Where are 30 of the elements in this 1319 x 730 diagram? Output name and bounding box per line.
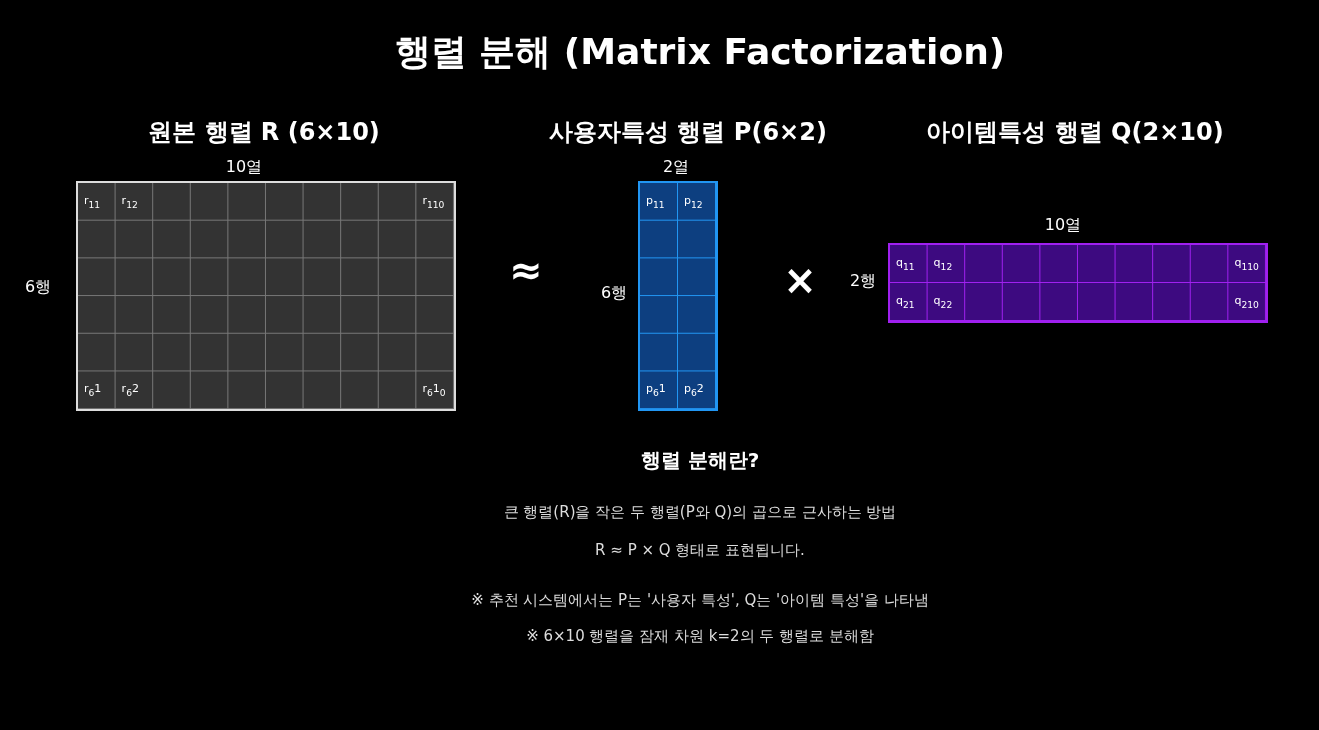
approx-symbol: ≈	[509, 247, 543, 293]
cell-label: q$_{22}$	[933, 294, 953, 310]
cell-label: p$_{6}$1	[646, 382, 666, 398]
note-text: ※ 추천 시스템에서는 P는 '사용자 특성', Q는 '아이템 특성'을 나타냄	[471, 590, 929, 610]
cell-label: r$_{6}$2	[121, 382, 139, 398]
cell-label: p$_{12}$	[684, 194, 703, 210]
title: 행렬 분해 (Matrix Factorization)	[394, 29, 1006, 74]
note-text: ※ 6×10 행렬을 잠재 차원 k=2의 두 행렬로 분해함	[526, 626, 874, 646]
description-text: 큰 행렬(R)을 작은 두 행렬(P와 Q)의 곱으로 근사하는 방법	[503, 502, 897, 522]
dimension-label: 6행	[600, 282, 628, 304]
formula-text: R ≈ P × Q 형태로 표현됩니다.	[595, 540, 805, 560]
cell-label: r$_{6}$1	[84, 382, 102, 398]
cell-label: r$_{11}$	[84, 194, 101, 210]
dimension-label: 10열	[225, 156, 263, 178]
dimension-label: 6행	[24, 276, 52, 298]
cell-label: q$_{11}$	[896, 256, 915, 272]
multiply-symbol: ×	[783, 257, 817, 303]
cell-label: q$_{12}$	[933, 256, 953, 272]
cell-label: r$_{6}$1$_{0}$	[422, 382, 446, 398]
dimension-label: 10열	[1044, 214, 1082, 236]
matrix-heading: 원본 행렬 R (6×10)	[148, 117, 380, 148]
cell-label: p$_{11}$	[646, 194, 665, 210]
section-heading: 행렬 분해란?	[640, 446, 760, 474]
dimension-label: 2행	[849, 270, 877, 292]
cell-label: p$_{6}$2	[684, 382, 704, 398]
matrix-heading: 아이템특성 행렬 Q(2×10)	[926, 117, 1224, 148]
cell-label: r$_{12}$	[121, 194, 138, 210]
matrix-heading: 사용자특성 행렬 P(6×2)	[549, 117, 827, 148]
cell-label: q$_{21}$	[896, 294, 915, 310]
dimension-label: 2열	[662, 156, 690, 178]
